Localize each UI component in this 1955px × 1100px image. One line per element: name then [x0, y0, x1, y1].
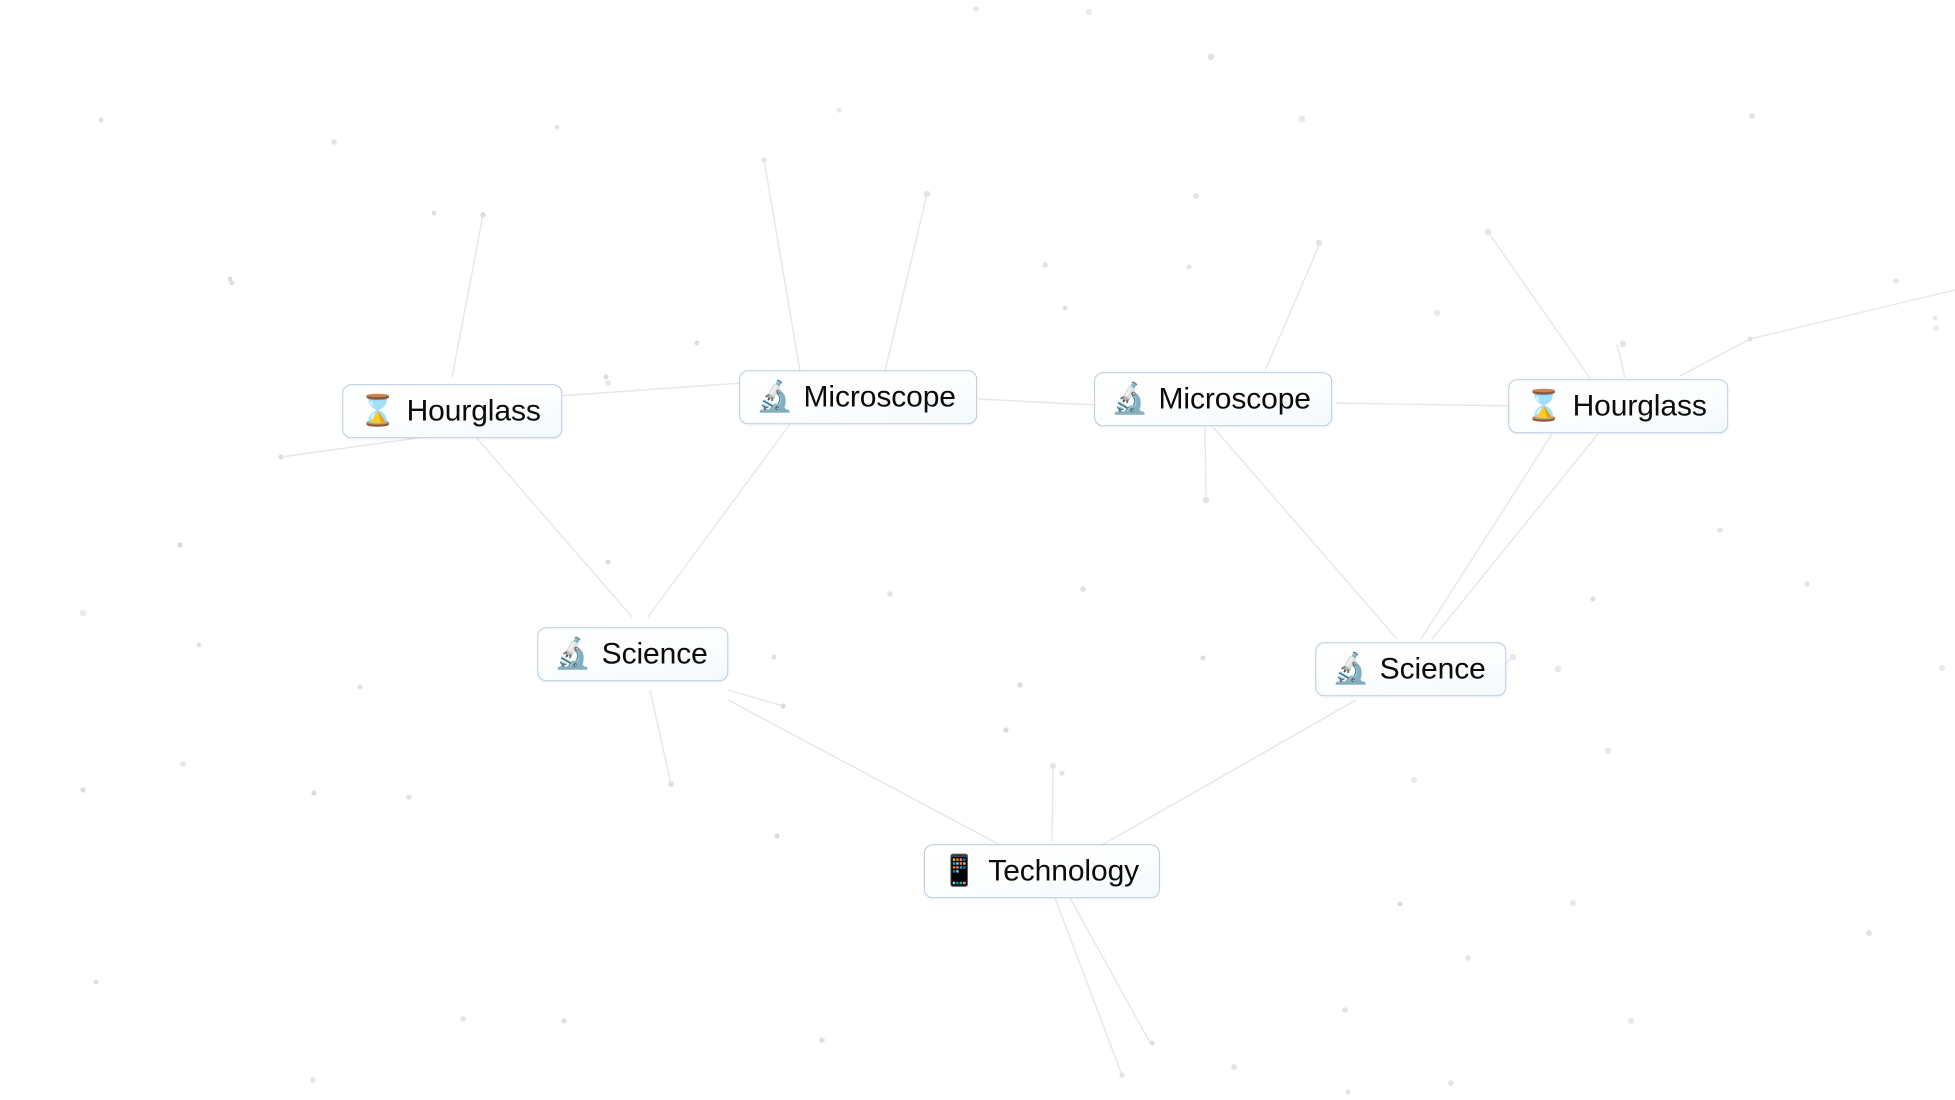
graph-node-label: Hourglass	[1572, 389, 1707, 423]
graph-node-label: Microscope	[803, 380, 956, 414]
microscope-icon: 🔬	[756, 379, 794, 414]
graph-node-label: Hourglass	[406, 394, 541, 428]
microscope-icon: 🔬	[1111, 381, 1149, 416]
graph-node-label: Science	[601, 637, 708, 671]
graph-node-microscope-right[interactable]: 🔬 Microscope	[1094, 372, 1332, 426]
graph-node-science-right[interactable]: 🔬 Science	[1315, 642, 1507, 696]
graph-node-label: Science	[1379, 652, 1486, 686]
graph-node-science-left[interactable]: 🔬 Science	[537, 627, 729, 681]
hourglass-icon: ⌛	[359, 393, 397, 428]
microscope-icon: 🔬	[554, 636, 592, 671]
graph-node-label: Technology	[988, 854, 1140, 888]
graph-node-label: Microscope	[1158, 382, 1311, 416]
graph-node-technology[interactable]: 📱 Technology	[923, 844, 1161, 898]
graph-node-microscope-left[interactable]: 🔬 Microscope	[739, 370, 977, 424]
graph-node-hourglass-left[interactable]: ⌛ Hourglass	[342, 384, 562, 438]
microscope-icon: 🔬	[1332, 651, 1370, 686]
hourglass-icon: ⌛	[1525, 388, 1563, 423]
graph-node-hourglass-right[interactable]: ⌛ Hourglass	[1508, 379, 1728, 433]
mobile-phone-icon: 📱	[940, 853, 979, 888]
